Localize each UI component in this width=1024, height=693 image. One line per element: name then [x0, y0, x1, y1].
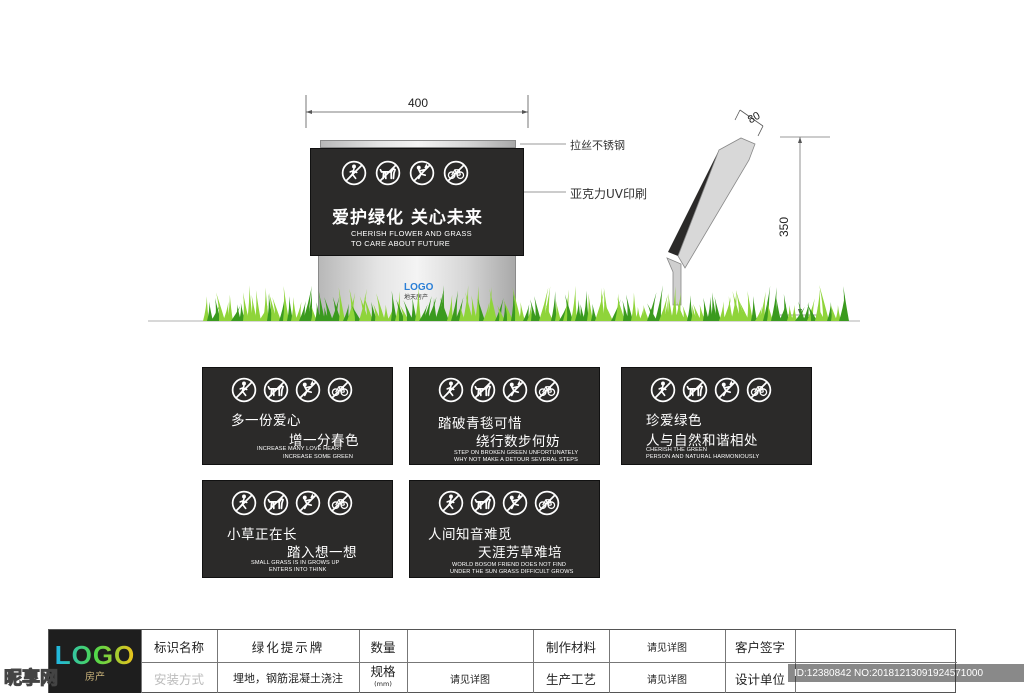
sign-card-english-1: WORLD BOSOM FRIEND DOES NOT FIND	[452, 562, 567, 568]
sign-card-english-1: CHERISH THE GREEN	[646, 447, 707, 453]
main-sign-english-1: CHERISH FLOWER AND GRASS	[351, 229, 472, 238]
sign-card-english-1: STEP ON BROKEN GREEN UNFORTUNATELY	[454, 450, 579, 456]
no-cycling-icon	[443, 160, 469, 186]
sign-card-line1: 珍爱绿色	[646, 413, 702, 429]
sign-top-cap	[320, 140, 516, 148]
no-picking-icon	[295, 490, 321, 516]
sign-card-icons	[650, 377, 772, 403]
callout-panel-material: 亚克力UV印刷	[570, 187, 647, 201]
title-block-logo: LOGO	[54, 639, 136, 670]
watermark-site: 昵享网	[4, 668, 59, 690]
no-trampling-icon	[231, 490, 257, 516]
no-dogs-icon	[682, 377, 708, 403]
install-label: 安装方式	[153, 671, 204, 687]
process-value: 请见详图	[647, 674, 687, 686]
sign-card-3: 珍爱绿色 人与自然和谐相处 CHERISH THE GREEN PERSON A…	[621, 367, 812, 465]
no-dogs-icon	[470, 377, 496, 403]
sign-card-english-2: WHY NOT MAKE A DETOUR SEVERAL STEPS	[454, 457, 578, 463]
main-sign-logo-sub: 地天房产	[404, 294, 429, 301]
process-label: 生产工艺	[545, 671, 596, 687]
sign-card-2: 踏破青毯可惜 绕行数步何妨 STEP ON BROKEN GREEN UNFOR…	[409, 367, 600, 465]
no-dogs-icon	[263, 490, 289, 516]
sign-card-english-1: SMALL GRASS IS IN GROWS UP	[251, 560, 340, 566]
main-sign-english-2: TO CARE ABOUT FUTURE	[351, 239, 451, 248]
no-cycling-icon	[746, 377, 772, 403]
no-picking-icon	[502, 377, 528, 403]
grass-strip	[148, 285, 860, 322]
spec-label-box: 规格 (mm)	[359, 662, 407, 693]
client-value	[795, 630, 957, 662]
title-block-logo-sub: 房产	[85, 671, 105, 683]
client-label: 客户签字	[734, 639, 785, 655]
name-label: 标识名称	[153, 639, 204, 655]
sign-card-icons	[231, 490, 353, 516]
no-trampling-icon	[231, 377, 257, 403]
sign-card-line1: 人间知音难觅	[428, 527, 512, 543]
watermark-id: ID:12380842 NO:20181213091924571000	[788, 664, 1024, 682]
no-picking-icon	[502, 490, 528, 516]
no-picking-icon	[714, 377, 740, 403]
no-trampling-icon	[650, 377, 676, 403]
material-label: 制作材料	[545, 639, 596, 655]
sign-card-line2: 绕行数步何妨	[476, 434, 560, 450]
main-sign-logo: LOGO	[404, 282, 434, 293]
sign-card-4: 小草正在长 踏入想一想 SMALL GRASS IS IN GROWS UP E…	[202, 480, 393, 578]
main-sign-title: 爱护绿化 关心未来	[332, 208, 483, 228]
no-trampling-icon	[341, 160, 367, 186]
sign-card-english-2: UNDER THE SUN GRASS DIFFICULT GROWS	[450, 569, 574, 575]
width-dimension-label: 400	[408, 96, 429, 110]
height-dimension-label: 350	[777, 216, 792, 238]
side-view	[666, 109, 830, 316]
no-trampling-icon	[438, 490, 464, 516]
qty-label: 数量	[370, 639, 396, 655]
no-cycling-icon	[534, 490, 560, 516]
no-cycling-icon	[327, 377, 353, 403]
sign-card-line1: 踏破青毯可惜	[438, 416, 522, 432]
spec-unit: (mm)	[374, 680, 392, 688]
sign-card-line2: 踏入想一想	[287, 545, 357, 561]
no-dogs-icon	[375, 160, 401, 186]
sign-card-line2: 天涯芳草难培	[478, 545, 562, 561]
sign-card-line1: 多一份爱心	[231, 413, 301, 429]
sign-card-line1: 小草正在长	[227, 527, 297, 543]
spec-value: 请见详图	[450, 674, 490, 686]
sign-card-icons	[231, 377, 353, 403]
spec-label: 规格	[370, 664, 396, 679]
sign-card-english-2: INCREASE SOME GREEN	[283, 454, 353, 460]
install-value: 埋地，钢筋混凝土浇注	[233, 672, 343, 685]
sign-card-english-1: INCREASE MANY LOVE HEART	[257, 446, 343, 452]
name-value: 绿化提示牌	[251, 639, 325, 655]
sign-card-english-2: PERSON AND NATURAL HARMONIOUSLY	[646, 454, 760, 460]
no-trampling-icon	[438, 377, 464, 403]
title-block-logo-area: LOGO 房产	[49, 630, 141, 693]
sign-card-line2: 增一分春色	[289, 433, 359, 449]
main-sign-icons	[341, 160, 469, 186]
sign-card-5: 人间知音难觅 天涯芳草难培 WORLD BOSOM FRIEND DOES NO…	[409, 480, 600, 578]
no-cycling-icon	[534, 377, 560, 403]
sign-card-1: 多一份爱心 增一分春色 INCREASE MANY LOVE HEART INC…	[202, 367, 393, 465]
qty-value	[407, 630, 533, 662]
sign-card-line2: 人与自然和谐相处	[646, 433, 758, 449]
no-cycling-icon	[327, 490, 353, 516]
callout-leaders	[520, 143, 566, 193]
design-label: 设计单位	[734, 671, 785, 687]
title-block: LOGO 房产 标识名称 绿化提示牌 安装方式 埋地，钢筋混凝土浇注 数量 规格…	[48, 629, 957, 693]
no-dogs-icon	[263, 377, 289, 403]
material-value: 请见详图	[647, 642, 687, 654]
sign-card-icons	[438, 490, 560, 516]
no-picking-icon	[409, 160, 435, 186]
no-dogs-icon	[470, 490, 496, 516]
no-picking-icon	[295, 377, 321, 403]
sign-card-english-2: ENTERS INTO THINK	[269, 567, 327, 573]
front-view-dimension	[305, 95, 529, 128]
callout-top-material: 拉丝不锈钢	[570, 139, 625, 152]
sign-card-icons	[438, 377, 560, 403]
